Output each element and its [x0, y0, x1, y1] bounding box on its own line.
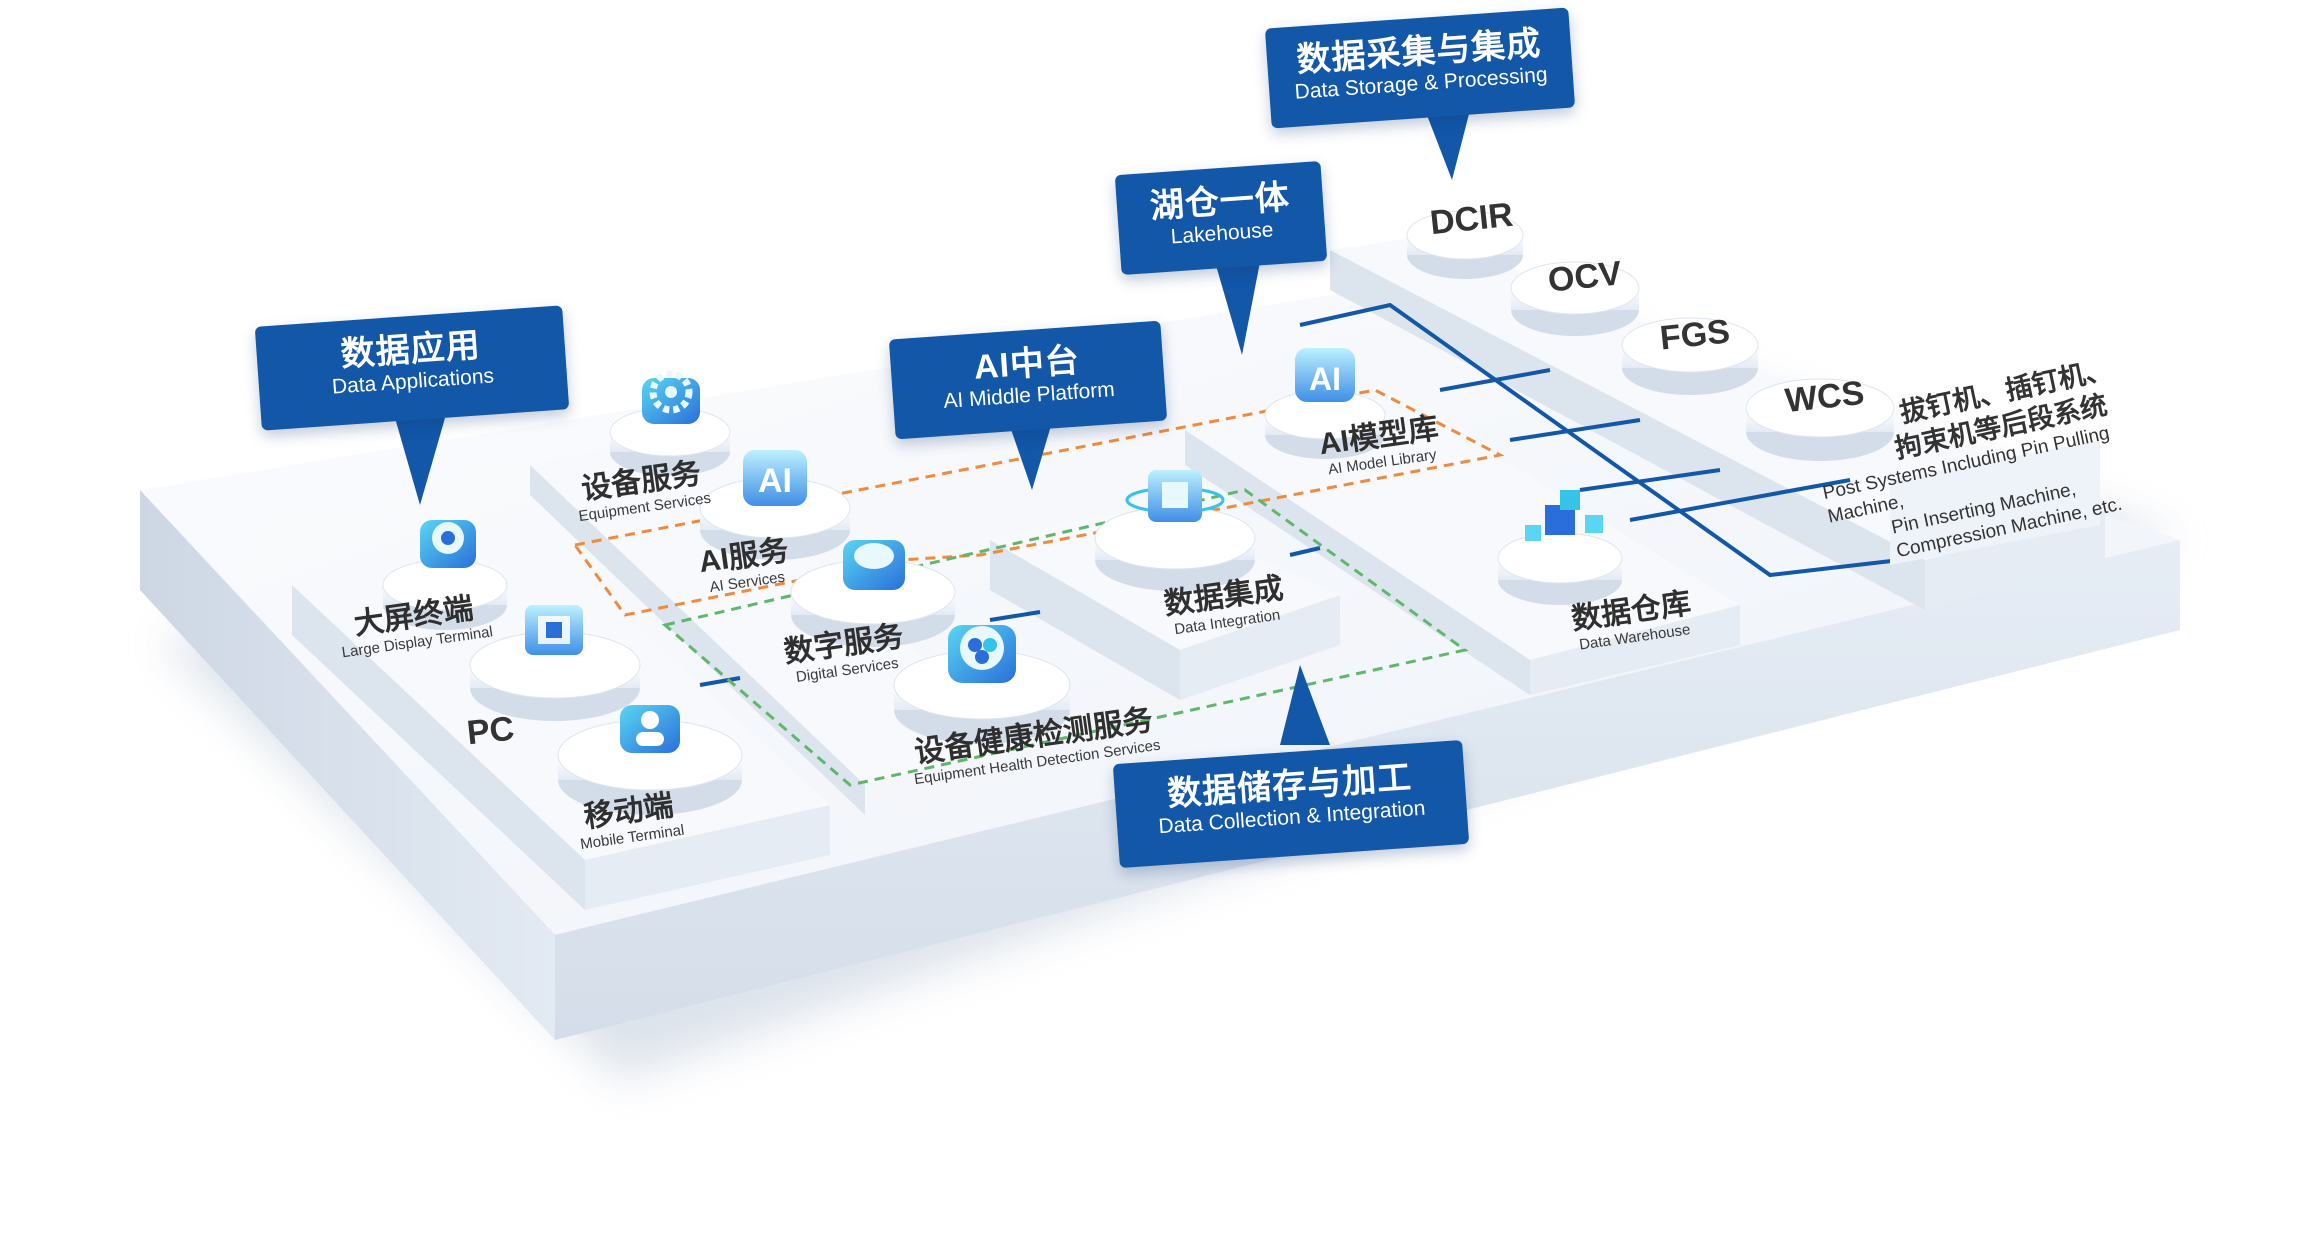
- disk-wcs: [1745, 378, 1895, 461]
- monitor-cube-icon: [525, 605, 583, 655]
- disk-large-display: [382, 559, 508, 630]
- disk-pc: [469, 631, 641, 721]
- callout-storage-processing: 数据采集与集成 Data Storage & Processing: [1264, 7, 1576, 129]
- disk-health-detection: [893, 650, 1071, 744]
- callout-lakehouse: 湖仓一体 Lakehouse: [1114, 160, 1328, 276]
- ai-chip-icon: [743, 450, 807, 506]
- ai-badge-model: AI: [1309, 361, 1341, 397]
- disk-fgs: [1621, 317, 1759, 395]
- disk-equipment-services: [609, 407, 731, 476]
- storage-boundary: [661, 488, 1469, 787]
- pointer-data-applications: [395, 418, 445, 505]
- disk-ai-model-library: [1264, 390, 1386, 459]
- ai-model-icon: [1295, 348, 1355, 402]
- gauge-icon: [420, 520, 476, 568]
- ai-badge-services: AI: [758, 462, 792, 500]
- label-pc: PC: [465, 709, 517, 753]
- pointer-storage-processing: [1425, 110, 1470, 180]
- disk-digital-services: [790, 559, 956, 647]
- disk-data-integration: [1094, 506, 1256, 591]
- label-ocv: OCV: [1546, 254, 1624, 300]
- ai-platform-boundary: [572, 388, 1505, 617]
- data-box-icon: [1125, 470, 1225, 522]
- disk-ocv: [1510, 261, 1640, 336]
- pointer-lakehouse: [1215, 262, 1260, 355]
- disk-mobile: [557, 719, 743, 815]
- callout-data-applications: 数据应用 Data Applications: [254, 305, 570, 431]
- data-bus-lines: [699, 302, 1901, 687]
- disk-dcir: [1406, 210, 1524, 279]
- post-systems-block: [1890, 440, 2100, 565]
- health-ring-icon: [948, 625, 1016, 683]
- cubes-network-icon: [1525, 490, 1603, 541]
- gear-icon: [642, 370, 700, 424]
- user-device-icon: [620, 705, 680, 753]
- pointer-ai-middle: [1005, 412, 1055, 490]
- pointer-collection-integration: [1280, 665, 1330, 745]
- disk-data-warehouse: [1497, 532, 1623, 605]
- cloud-icon: [843, 540, 905, 590]
- label-fgs: FGS: [1658, 312, 1732, 358]
- callout-ai-middle-platform: AI中台 AI Middle Platform: [888, 320, 1168, 440]
